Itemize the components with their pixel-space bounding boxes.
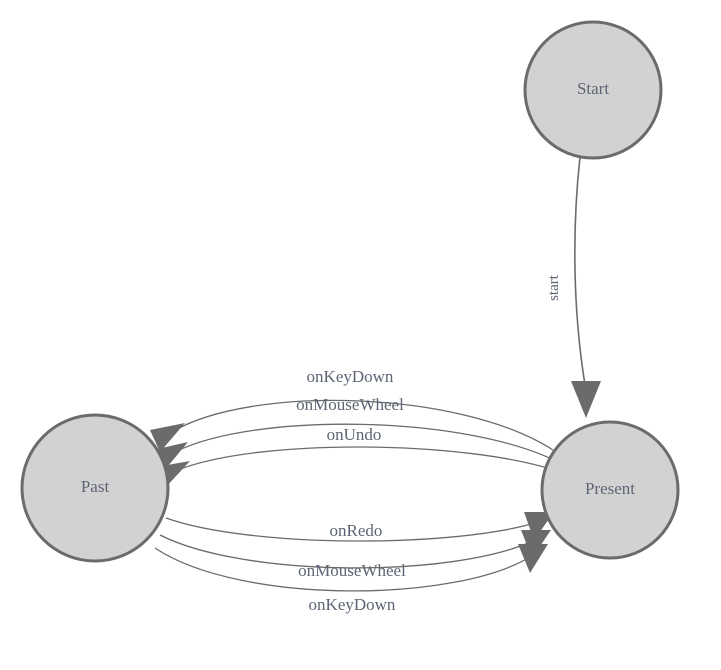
edge-past-to-present-onredo-line (165, 517, 539, 542)
node-start-label: Start (577, 79, 609, 98)
edge-past-to-present-onkeydown-line (154, 547, 534, 592)
edge-start-to-present-arrowhead (571, 381, 601, 418)
edge-start-to-present[interactable]: start (546, 156, 601, 418)
edge-past-to-present-onredo[interactable]: onRedo (165, 512, 554, 542)
edge-present-to-past-onkeydown-arrowhead (150, 423, 185, 452)
edge-start-to-present-label: start (546, 274, 562, 301)
node-past-label: Past (81, 477, 110, 496)
edge-present-to-past-onundo-line (177, 446, 561, 473)
edge-past-to-present-onkeydown-arrowhead (518, 544, 548, 573)
edge-present-to-past-onkeydown[interactable]: onKeyDown (150, 367, 554, 452)
edge-past-to-present-onmousewheel-line (159, 534, 536, 569)
edge-past-to-present-onmousewheel-label: onMouseWheel (298, 561, 406, 580)
edge-present-to-past-onmousewheel-line (174, 423, 559, 463)
edge-present-to-past-onundo-label: onUndo (327, 425, 382, 444)
edge-present-to-past-onmousewheel-label: onMouseWheel (296, 395, 404, 414)
node-past[interactable]: Past (20, 413, 170, 563)
edge-past-to-present-onkeydown[interactable]: onKeyDown (154, 544, 548, 614)
node-start[interactable]: Start (523, 20, 663, 160)
node-start-circle (523, 20, 663, 160)
node-present-circle (540, 420, 680, 560)
edge-present-to-past-onkeydown-line (171, 399, 554, 451)
node-present-label: Present (585, 479, 635, 498)
node-past-circle (20, 413, 170, 563)
node-present[interactable]: Present (540, 420, 680, 560)
edge-present-to-past-onundo[interactable]: onUndo (156, 425, 561, 488)
edge-past-to-present-onredo-label: onRedo (330, 521, 383, 540)
edge-past-to-present-onkeydown-label: onKeyDown (309, 595, 396, 614)
edge-start-to-present-line (574, 156, 586, 386)
edge-present-to-past-onkeydown-label: onKeyDown (307, 367, 394, 386)
